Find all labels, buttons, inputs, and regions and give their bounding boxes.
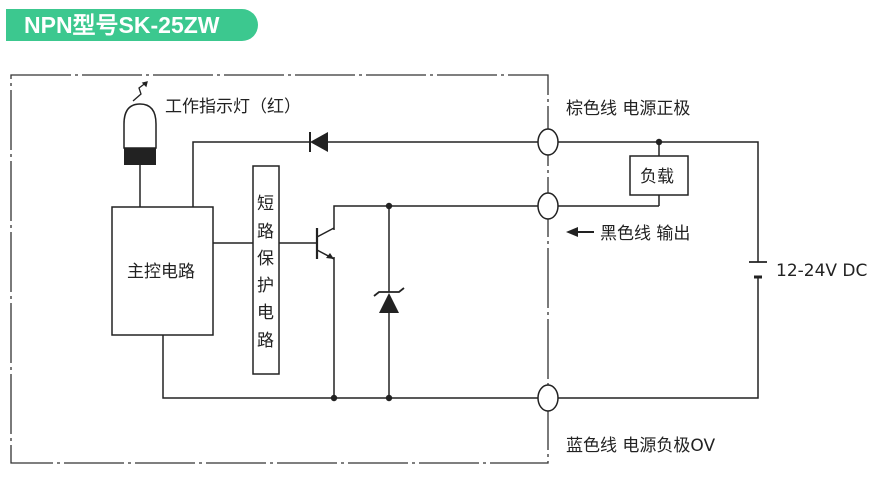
junction-dot [330, 394, 338, 402]
supply-label: 12-24V DC [776, 261, 867, 281]
arrow-left-icon [566, 227, 594, 237]
protection-char: 护 [257, 276, 274, 296]
main-circuit-label: 主控电路 [127, 262, 195, 282]
junction-dot [385, 202, 393, 210]
black-terminal [537, 192, 559, 220]
brown-internal-wire [192, 141, 310, 207]
indicator-label: 工作指示灯（红） [165, 97, 301, 117]
protection-char: 路 [257, 222, 274, 242]
indicator-led [123, 103, 157, 207]
wires [162, 141, 759, 399]
zener-diode-icon [373, 287, 405, 313]
load-label: 负载 [640, 167, 674, 187]
junction-dots [330, 138, 663, 402]
diagram-title: NPN型号SK-25ZW [24, 12, 220, 38]
protection-char: 路 [257, 331, 274, 351]
npn-transistor-icon [315, 227, 335, 260]
brown-wire-label: 棕色线 电源正极 [566, 99, 690, 119]
junction-dot [385, 394, 393, 402]
brown-terminal [537, 128, 559, 156]
protection-circuit-label: 短 路 保 护 电 路 [257, 194, 274, 351]
diode-icon [309, 132, 328, 152]
junction-dot [655, 138, 663, 146]
protection-char: 保 [257, 249, 274, 269]
sensor-enclosure [10, 74, 549, 464]
title-badge: NPN型号SK-25ZW [6, 9, 258, 41]
light-emission-icon [132, 81, 148, 102]
protection-char: 电 [257, 303, 274, 323]
blue-wire-label: 蓝色线 电源负极OV [566, 436, 715, 456]
protection-char: 短 [257, 194, 274, 214]
blue-external-wire [558, 277, 759, 399]
brown-external-wire [558, 141, 759, 262]
black-wire-label: 黑色线 输出 [600, 224, 690, 244]
blue-internal-wire [162, 335, 538, 399]
collector-wire [333, 205, 538, 230]
load-box [629, 155, 689, 196]
blue-terminal [537, 384, 559, 412]
protection-circuit-box [252, 165, 280, 375]
battery-icon [749, 261, 767, 279]
